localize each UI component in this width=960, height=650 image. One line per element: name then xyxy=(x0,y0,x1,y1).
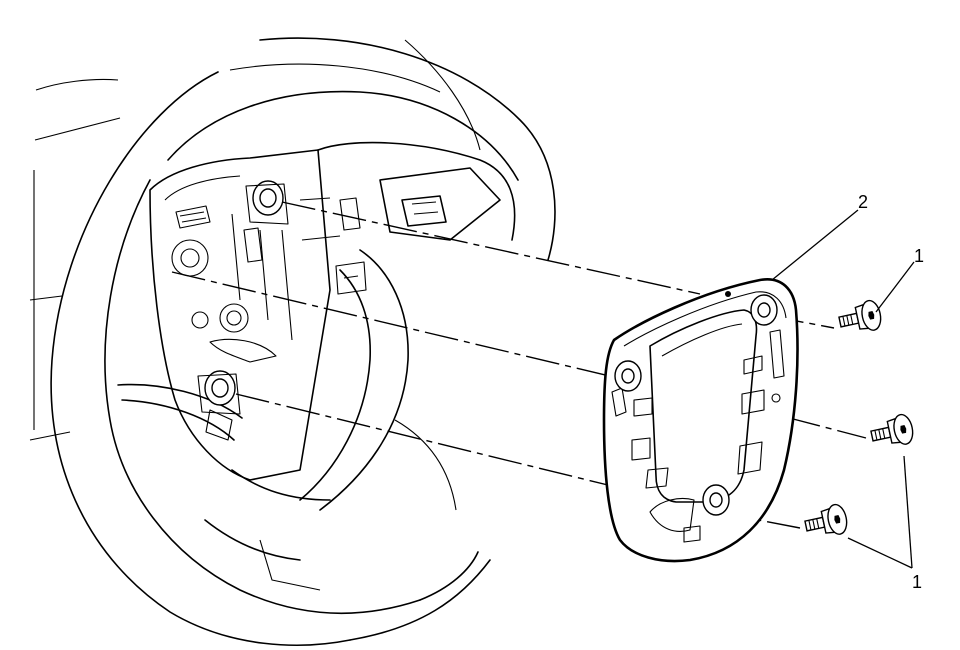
hub-boss-lower xyxy=(197,370,241,415)
bezel-boss-bottom xyxy=(702,484,730,516)
hub-boss-upper xyxy=(245,180,289,225)
callout-label-1-top: 1 xyxy=(914,246,924,266)
steering-wheel-bezel xyxy=(602,278,799,563)
leader-lines xyxy=(771,209,915,569)
bezel-boss-top xyxy=(750,294,778,326)
bolt-middle xyxy=(870,413,914,445)
steering-wheel xyxy=(29,37,556,646)
callout-label-2: 2 xyxy=(858,192,868,212)
callout-label-1-bottom: 1 xyxy=(912,572,922,592)
bolt-top xyxy=(838,299,882,331)
steering-hub xyxy=(149,149,367,481)
bezel-boss-middle xyxy=(614,360,642,392)
bolt-bottom xyxy=(804,503,848,535)
